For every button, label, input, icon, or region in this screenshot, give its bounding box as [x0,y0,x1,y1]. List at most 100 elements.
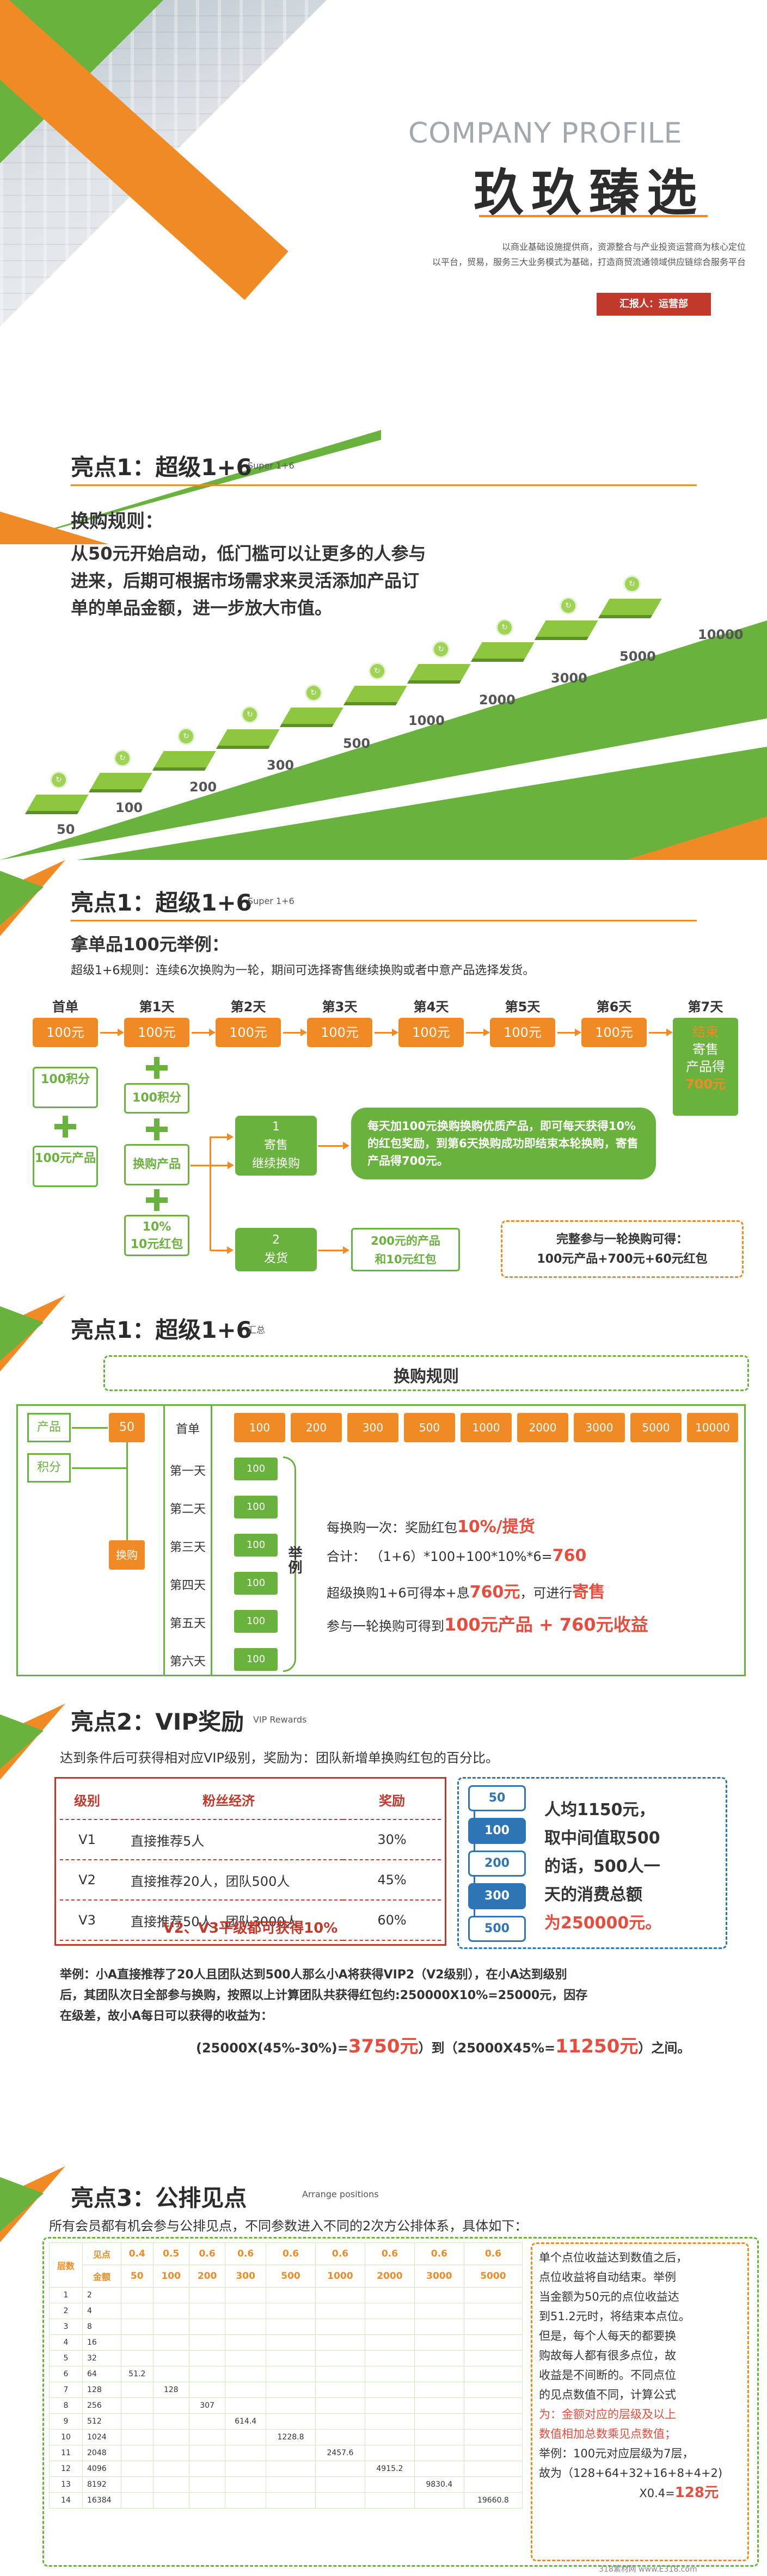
section-summary: 亮点1：超级1+6 汇总 换购规则 产品 积分 50 换购 首单 第一天 第二天… [0,1295,767,1687]
explain-line: 数值相加总数乘见点数值； [539,2427,676,2440]
value-cell [121,2334,154,2351]
example-line: 在级差，故小A每日可以获得的收益为： [60,2009,273,2023]
value-cell [121,2461,154,2477]
value-cell [188,2382,226,2398]
section-vip: 亮点2：VIP奖励 VIP Rewards 达到条件后可获得相对应VIP级别，奖… [0,1687,767,2177]
value-cell [266,2350,316,2366]
line-highlight: 寄售 [572,1583,605,1602]
step-block [409,664,471,680]
day-label: 第1天 [139,999,175,1015]
example-label: 举例 [286,1546,302,1574]
exchange-product-box: 换购产品 [124,1144,189,1185]
calc-text: (25000X(45%-30%)= [196,2040,348,2056]
header-cell: 粉丝经济 [114,1780,343,1820]
value-cell [121,2397,154,2414]
level-cell: 3 [49,2319,83,2335]
level-cell: 6 [49,2366,83,2382]
cycle-icon: ↻ [115,751,130,765]
amount-box: 300 [347,1413,398,1442]
value-cell [266,2319,316,2335]
value-cell [121,2476,154,2493]
cycle-icon: ↻ [561,599,575,613]
product-box: 产品 [27,1413,71,1442]
cycle-icon: ↻ [625,577,639,591]
value-cell [225,2350,267,2366]
cycle-icon: ↻ [306,686,321,700]
value-cell [152,2492,189,2509]
value-cell [364,2350,415,2366]
day-label: 第2天 [230,999,266,1015]
amount-cell: 300 [225,2265,267,2288]
amount-box: 200 [291,1413,342,1442]
first-order-label: 首单 [175,1423,200,1436]
rules-heading: 换购规则： [71,511,163,532]
ratio-cell: 0.6 [225,2242,267,2265]
value-cell [463,2303,523,2319]
summary-frame [16,1404,746,1676]
value-cell: 1228.8 [266,2429,316,2445]
day-label: 第六天 [169,1655,206,1669]
rule-heading-box [103,1355,749,1391]
arrow [375,1029,398,1036]
amount-box: 10000 [687,1413,738,1442]
value-cell: 19660.8 [463,2492,523,2509]
value-cell [463,2413,523,2430]
step-block [281,708,343,724]
amount-bubble: 50 [468,1785,526,1811]
consumption-line: 人均1150元， [544,1800,655,1819]
step-label: 2000 [479,692,516,708]
ratio-cell: 0.6 [414,2242,464,2265]
level-cell: 11 [49,2445,83,2461]
step-label: 100 [115,800,143,815]
line-text: 每换购一次：奖励红包 [327,1520,457,1535]
level-cell: V2 [60,1860,114,1901]
explain-line: 到51.2元时，将结束本点位。 [539,2310,690,2323]
level-cell: 5 [49,2350,83,2366]
calc-text: ）到（25000X45%= [418,2040,556,2056]
points-cell: 8 [82,2319,121,2335]
step-block [27,795,89,811]
level-cell: 7 [49,2382,83,2398]
value-cell [225,2445,267,2461]
value-cell [414,2492,464,2509]
value-cell [315,2476,365,2493]
exchange-box: 换购 [109,1540,145,1570]
amount-bubble: 300 [468,1883,526,1909]
level-cell: 13 [49,2476,83,2493]
consumption-line: 天的消费总额 [544,1885,642,1904]
reward-cell: 30% [343,1819,441,1860]
level-cell: 1 [49,2287,83,2303]
section-subtitle: 汇总 [248,1325,266,1335]
value-cell [364,2382,415,2398]
vip-desc: 达到条件后可获得相对应VIP级别，奖励为：团队新增单换购红包的百分比。 [60,1750,499,1766]
explain-line: X0.4=128元 [539,2483,740,2503]
example-desc: 超级1+6规则：连续6次换购为一轮，期间可选择寄售继续换购或者中意产品选择发货。 [71,964,535,977]
explain-box [531,2242,749,2561]
arrow [211,1133,234,1141]
value-cell [152,2461,189,2477]
value-cell [188,2350,226,2366]
value-cell [463,2397,523,2414]
amount-box: 500 [404,1413,455,1442]
option-ship-desc: 200元的产品 和10元红包 [351,1228,460,1271]
explain-line: 购故每人都有很多点位，故 [539,2349,676,2362]
value-cell [152,2303,189,2319]
value-cell [266,2287,316,2303]
section-divider [71,920,697,921]
company-profile-label: COMPANY PROFILE [408,117,683,150]
summary-line: 完整参与一轮换购可得： [556,1233,688,1246]
value-cell [188,2303,226,2319]
day-amount: 100 [234,1534,278,1557]
explain-line: 但是，每个人每天的都要换 [539,2329,676,2343]
rules-line: 进来，后期可根据市场需求来灵活添加产品订 [71,570,420,591]
line-interest: 超级换购1+6可得本+息760元，可进行寄售 [327,1578,605,1602]
rules-line: 从50元开始启动，低门槛可以让更多的人参与 [71,543,426,564]
header-cell: 级别 [60,1780,114,1820]
section-title: 亮点2：VIP奖励 [71,1708,244,1735]
value-cell [414,2366,464,2382]
ratio-cell: 0.6 [266,2242,316,2265]
day-amount: 100 [234,1610,278,1633]
